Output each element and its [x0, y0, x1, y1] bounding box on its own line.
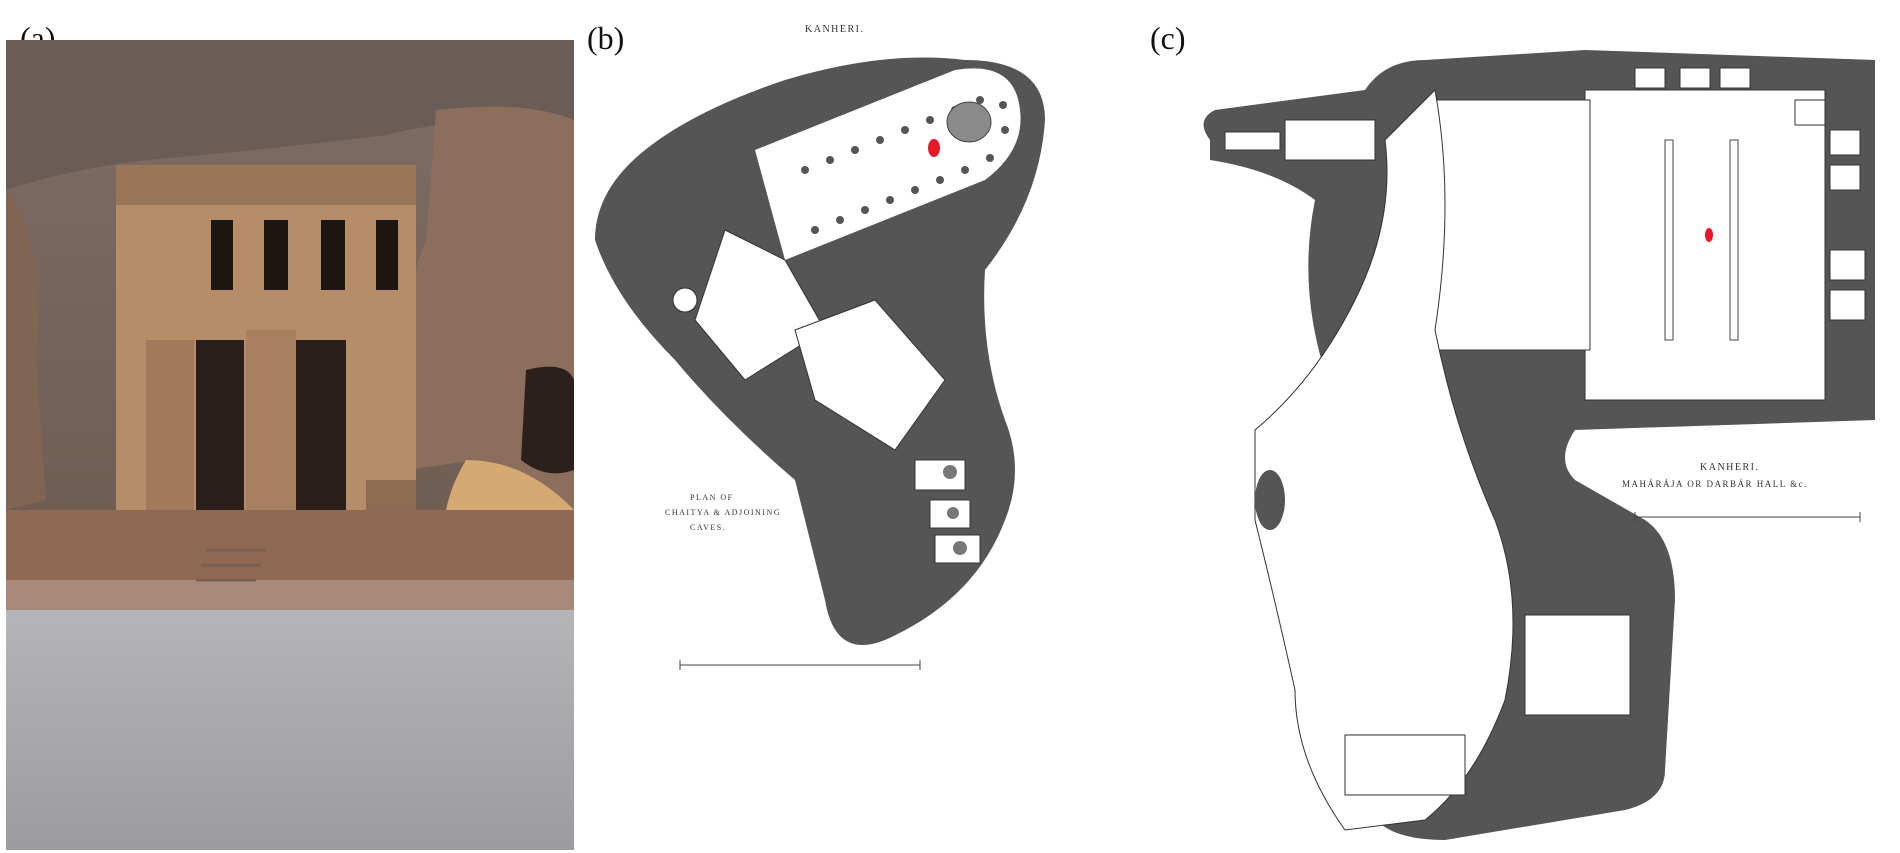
central-pillar — [246, 330, 296, 510]
rock-left-mass — [6, 190, 46, 510]
cave-facade-illustration — [6, 40, 574, 850]
facade-lintel — [116, 165, 416, 205]
rock-boulder — [1255, 470, 1285, 530]
main-hall — [1584, 89, 1826, 401]
lower-cell — [1344, 734, 1466, 796]
right-recess — [521, 366, 574, 474]
scale-bar — [1634, 512, 1861, 522]
small-stupa — [672, 287, 698, 313]
steps — [196, 548, 266, 582]
bench-right — [1729, 139, 1739, 341]
panel-label-b: (b) — [587, 20, 625, 56]
courtyard — [794, 299, 946, 451]
plan-b-title: KANHERI. — [805, 24, 865, 35]
plan-b-caption-1: PLAN OF — [690, 493, 734, 502]
south-cave — [1524, 614, 1631, 716]
red-marker — [928, 139, 940, 157]
chaitya-plan-drawing: KANHERI. PLAN OF CHAITYA — [595, 24, 1045, 670]
rock-overhang — [6, 40, 574, 190]
red-marker — [1705, 228, 1713, 242]
stupa — [946, 101, 992, 143]
chaitya-plan: KANHERI. PLAN OF CHAITYA — [585, 0, 1055, 700]
plan-b-caption-3: CAVES. — [690, 523, 726, 532]
cave-facade-photo — [6, 40, 574, 850]
cave-74-porch — [1224, 131, 1281, 151]
plan-c-subtitle: MAHÁRÁJA OR DARBÁR HALL &c. — [1622, 479, 1808, 489]
left-pillar — [146, 340, 194, 510]
cell-stupas — [943, 465, 967, 555]
plan-b-caption-2: CHAITYA & ADJOINING — [665, 508, 781, 517]
lower-entrances — [196, 340, 346, 510]
column-row — [801, 96, 1009, 234]
darbar-hall-plan-drawing: KANHERI. MAHÁRÁJA OR DARBÁR HALL &c. — [1203, 50, 1875, 840]
side-cells — [1634, 67, 1866, 321]
scale-bar — [679, 660, 921, 670]
darbar-hall-plan: KANHERI. MAHÁRÁJA OR DARBÁR HALL &c. — [1195, 0, 1900, 853]
plan-c-title: KANHERI. — [1700, 462, 1760, 473]
step-band — [6, 580, 574, 610]
upper-windows — [211, 220, 398, 290]
vestibule — [694, 229, 826, 381]
verandah — [1429, 99, 1591, 351]
bench-left — [1664, 139, 1674, 341]
cave-74 — [1284, 119, 1376, 161]
small-cells — [914, 459, 981, 564]
torrent-bed — [1254, 88, 1514, 831]
plinth — [6, 510, 574, 580]
courtyard-ground — [6, 610, 574, 850]
panel-label-c: (c) — [1150, 20, 1186, 56]
